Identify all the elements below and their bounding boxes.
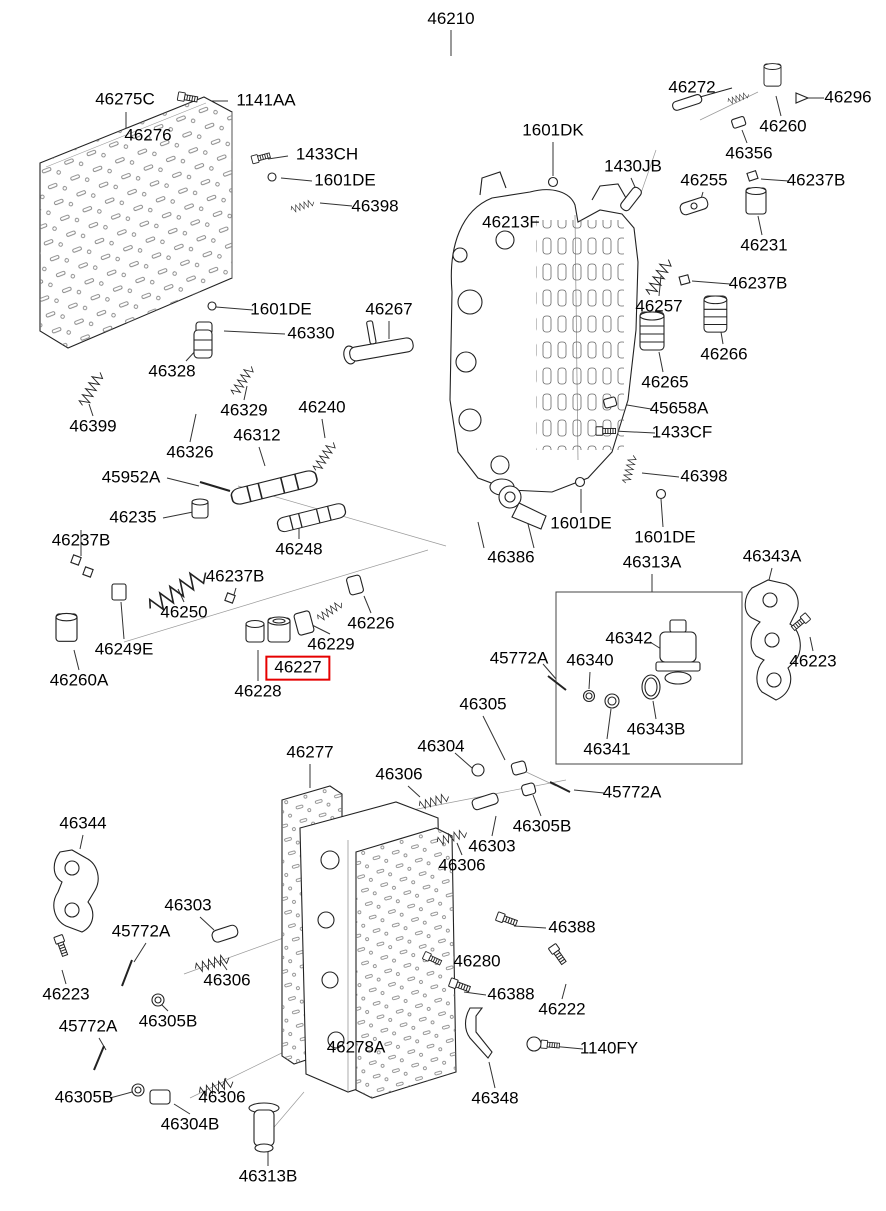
part-label-46275c[interactable]: 46275C xyxy=(95,89,155,109)
part-label-46266[interactable]: 46266 xyxy=(700,344,748,364)
part-label-1601de[interactable]: 1601DE xyxy=(634,527,696,547)
oil-sensor xyxy=(498,485,547,530)
bottom-left-parts xyxy=(53,849,280,1153)
part-label-46388[interactable]: 46388 xyxy=(548,917,596,937)
part-label-46231[interactable]: 46231 xyxy=(740,235,788,255)
lower-valve-body xyxy=(281,785,457,1099)
part-label-1601de[interactable]: 1601DE xyxy=(314,170,376,190)
part-label-45952a[interactable]: 45952A xyxy=(101,467,161,487)
part-label-1601de[interactable]: 1601DE xyxy=(550,513,612,533)
part-label-46257[interactable]: 46257 xyxy=(635,296,683,316)
part-label-46250[interactable]: 46250 xyxy=(160,602,208,622)
solenoid-group xyxy=(547,591,743,765)
group-box-46313a xyxy=(555,591,743,765)
part-label-46306[interactable]: 46306 xyxy=(375,764,423,784)
part-label-46313b[interactable]: 46313B xyxy=(238,1166,298,1186)
part-label-46306[interactable]: 46306 xyxy=(198,1087,246,1107)
part-label-46326[interactable]: 46326 xyxy=(166,442,214,462)
right-bracket xyxy=(744,579,812,701)
part-label-46265[interactable]: 46265 xyxy=(641,372,689,392)
part-label-1140fy[interactable]: 1140FY xyxy=(579,1038,639,1058)
part-label-46306[interactable]: 46306 xyxy=(203,970,251,990)
part-label-46237b[interactable]: 46237B xyxy=(728,273,788,293)
part-label-46388[interactable]: 46388 xyxy=(487,984,535,1004)
part-label-46296[interactable]: 46296 xyxy=(824,87,872,107)
part-label-46303[interactable]: 46303 xyxy=(164,895,212,915)
part-label-45772a[interactable]: 45772A xyxy=(489,648,549,668)
part-label-46280[interactable]: 46280 xyxy=(453,951,501,971)
part-label-46226[interactable]: 46226 xyxy=(347,613,395,633)
part-label-46344[interactable]: 46344 xyxy=(59,813,107,833)
upper-left-parts xyxy=(77,91,414,409)
part-label-46305b[interactable]: 46305B xyxy=(138,1011,198,1031)
part-label-1433cf[interactable]: 1433CF xyxy=(651,422,713,442)
part-label-1433ch[interactable]: 1433CH xyxy=(295,144,359,164)
part-label-46240[interactable]: 46240 xyxy=(298,397,346,417)
part-label-46235[interactable]: 46235 xyxy=(109,507,157,527)
part-label-46223[interactable]: 46223 xyxy=(42,984,90,1004)
part-label-46249e[interactable]: 46249E xyxy=(94,639,154,659)
root-part-label[interactable]: 46210 xyxy=(427,9,475,28)
bottom-right-parts xyxy=(421,911,569,1059)
part-label-46237b[interactable]: 46237B xyxy=(51,530,111,550)
part-label-46237b[interactable]: 46237B xyxy=(786,170,846,190)
part-label-45658a[interactable]: 45658A xyxy=(649,398,709,418)
part-label-46229[interactable]: 46229 xyxy=(307,634,355,654)
part-label-46277[interactable]: 46277 xyxy=(286,742,334,762)
part-label-1601dk[interactable]: 1601DK xyxy=(522,120,584,140)
part-label-46330[interactable]: 46330 xyxy=(287,323,335,343)
part-label-46340[interactable]: 46340 xyxy=(566,650,614,670)
part-label-46399[interactable]: 46399 xyxy=(69,416,117,436)
part-label-46398[interactable]: 46398 xyxy=(351,196,399,216)
part-label-46223[interactable]: 46223 xyxy=(789,651,837,671)
part-label-46237b[interactable]: 46237B xyxy=(205,566,265,586)
part-label-46386[interactable]: 46386 xyxy=(487,547,535,567)
part-label-46248[interactable]: 46248 xyxy=(275,539,323,559)
part-label-1141aa[interactable]: 1141AA xyxy=(236,90,296,110)
part-label-1430jb[interactable]: 1430JB xyxy=(604,156,662,176)
part-label-46213f[interactable]: 46213F xyxy=(482,212,540,232)
part-label-46276[interactable]: 46276 xyxy=(124,125,172,145)
main-valve-body xyxy=(449,171,639,496)
part-label-46398[interactable]: 46398 xyxy=(680,466,728,486)
part-label-46348[interactable]: 46348 xyxy=(471,1088,519,1108)
part-label-46303[interactable]: 46303 xyxy=(468,836,516,856)
part-label-45772a[interactable]: 45772A xyxy=(602,782,662,802)
part-label-46228[interactable]: 46228 xyxy=(234,681,282,701)
part-label-46343b[interactable]: 46343B xyxy=(626,719,686,739)
part-label-46312[interactable]: 46312 xyxy=(233,425,281,445)
part-label-46304b[interactable]: 46304B xyxy=(160,1114,220,1134)
part-label-45772a[interactable]: 45772A xyxy=(111,921,171,941)
mid-cluster-parts xyxy=(417,760,571,847)
part-label-46305b[interactable]: 46305B xyxy=(54,1087,114,1107)
part-label-46255[interactable]: 46255 xyxy=(680,170,728,190)
part-label-46304[interactable]: 46304 xyxy=(417,736,465,756)
part-label-46260a[interactable]: 46260A xyxy=(49,670,109,690)
part-label-46267[interactable]: 46267 xyxy=(365,299,413,319)
part-label-46222[interactable]: 46222 xyxy=(538,999,586,1019)
mid-left-parts xyxy=(55,439,364,643)
part-label-46260[interactable]: 46260 xyxy=(759,116,807,136)
part-label-46328[interactable]: 46328 xyxy=(148,361,196,381)
separator-plate xyxy=(39,96,233,349)
part-label-46343a[interactable]: 46343A xyxy=(742,546,802,566)
part-label-46306[interactable]: 46306 xyxy=(438,855,486,875)
part-label-46272[interactable]: 46272 xyxy=(668,77,716,97)
part-label-46305b[interactable]: 46305B xyxy=(512,816,572,836)
part-label-46356[interactable]: 46356 xyxy=(725,143,773,163)
part-label-46313a[interactable]: 46313A xyxy=(622,552,682,572)
part-label-46278a[interactable]: 46278A xyxy=(326,1037,386,1057)
part-label-46305[interactable]: 46305 xyxy=(459,694,507,714)
part-label-46341[interactable]: 46341 xyxy=(583,739,631,759)
part-label-46227-highlighted[interactable]: 46227 xyxy=(265,655,331,681)
upper-right-parts xyxy=(547,63,810,500)
part-label-46329[interactable]: 46329 xyxy=(220,400,268,420)
part-label-45772a[interactable]: 45772A xyxy=(58,1016,118,1036)
part-label-1601de[interactable]: 1601DE xyxy=(250,299,312,319)
part-label-46342[interactable]: 46342 xyxy=(605,628,653,648)
